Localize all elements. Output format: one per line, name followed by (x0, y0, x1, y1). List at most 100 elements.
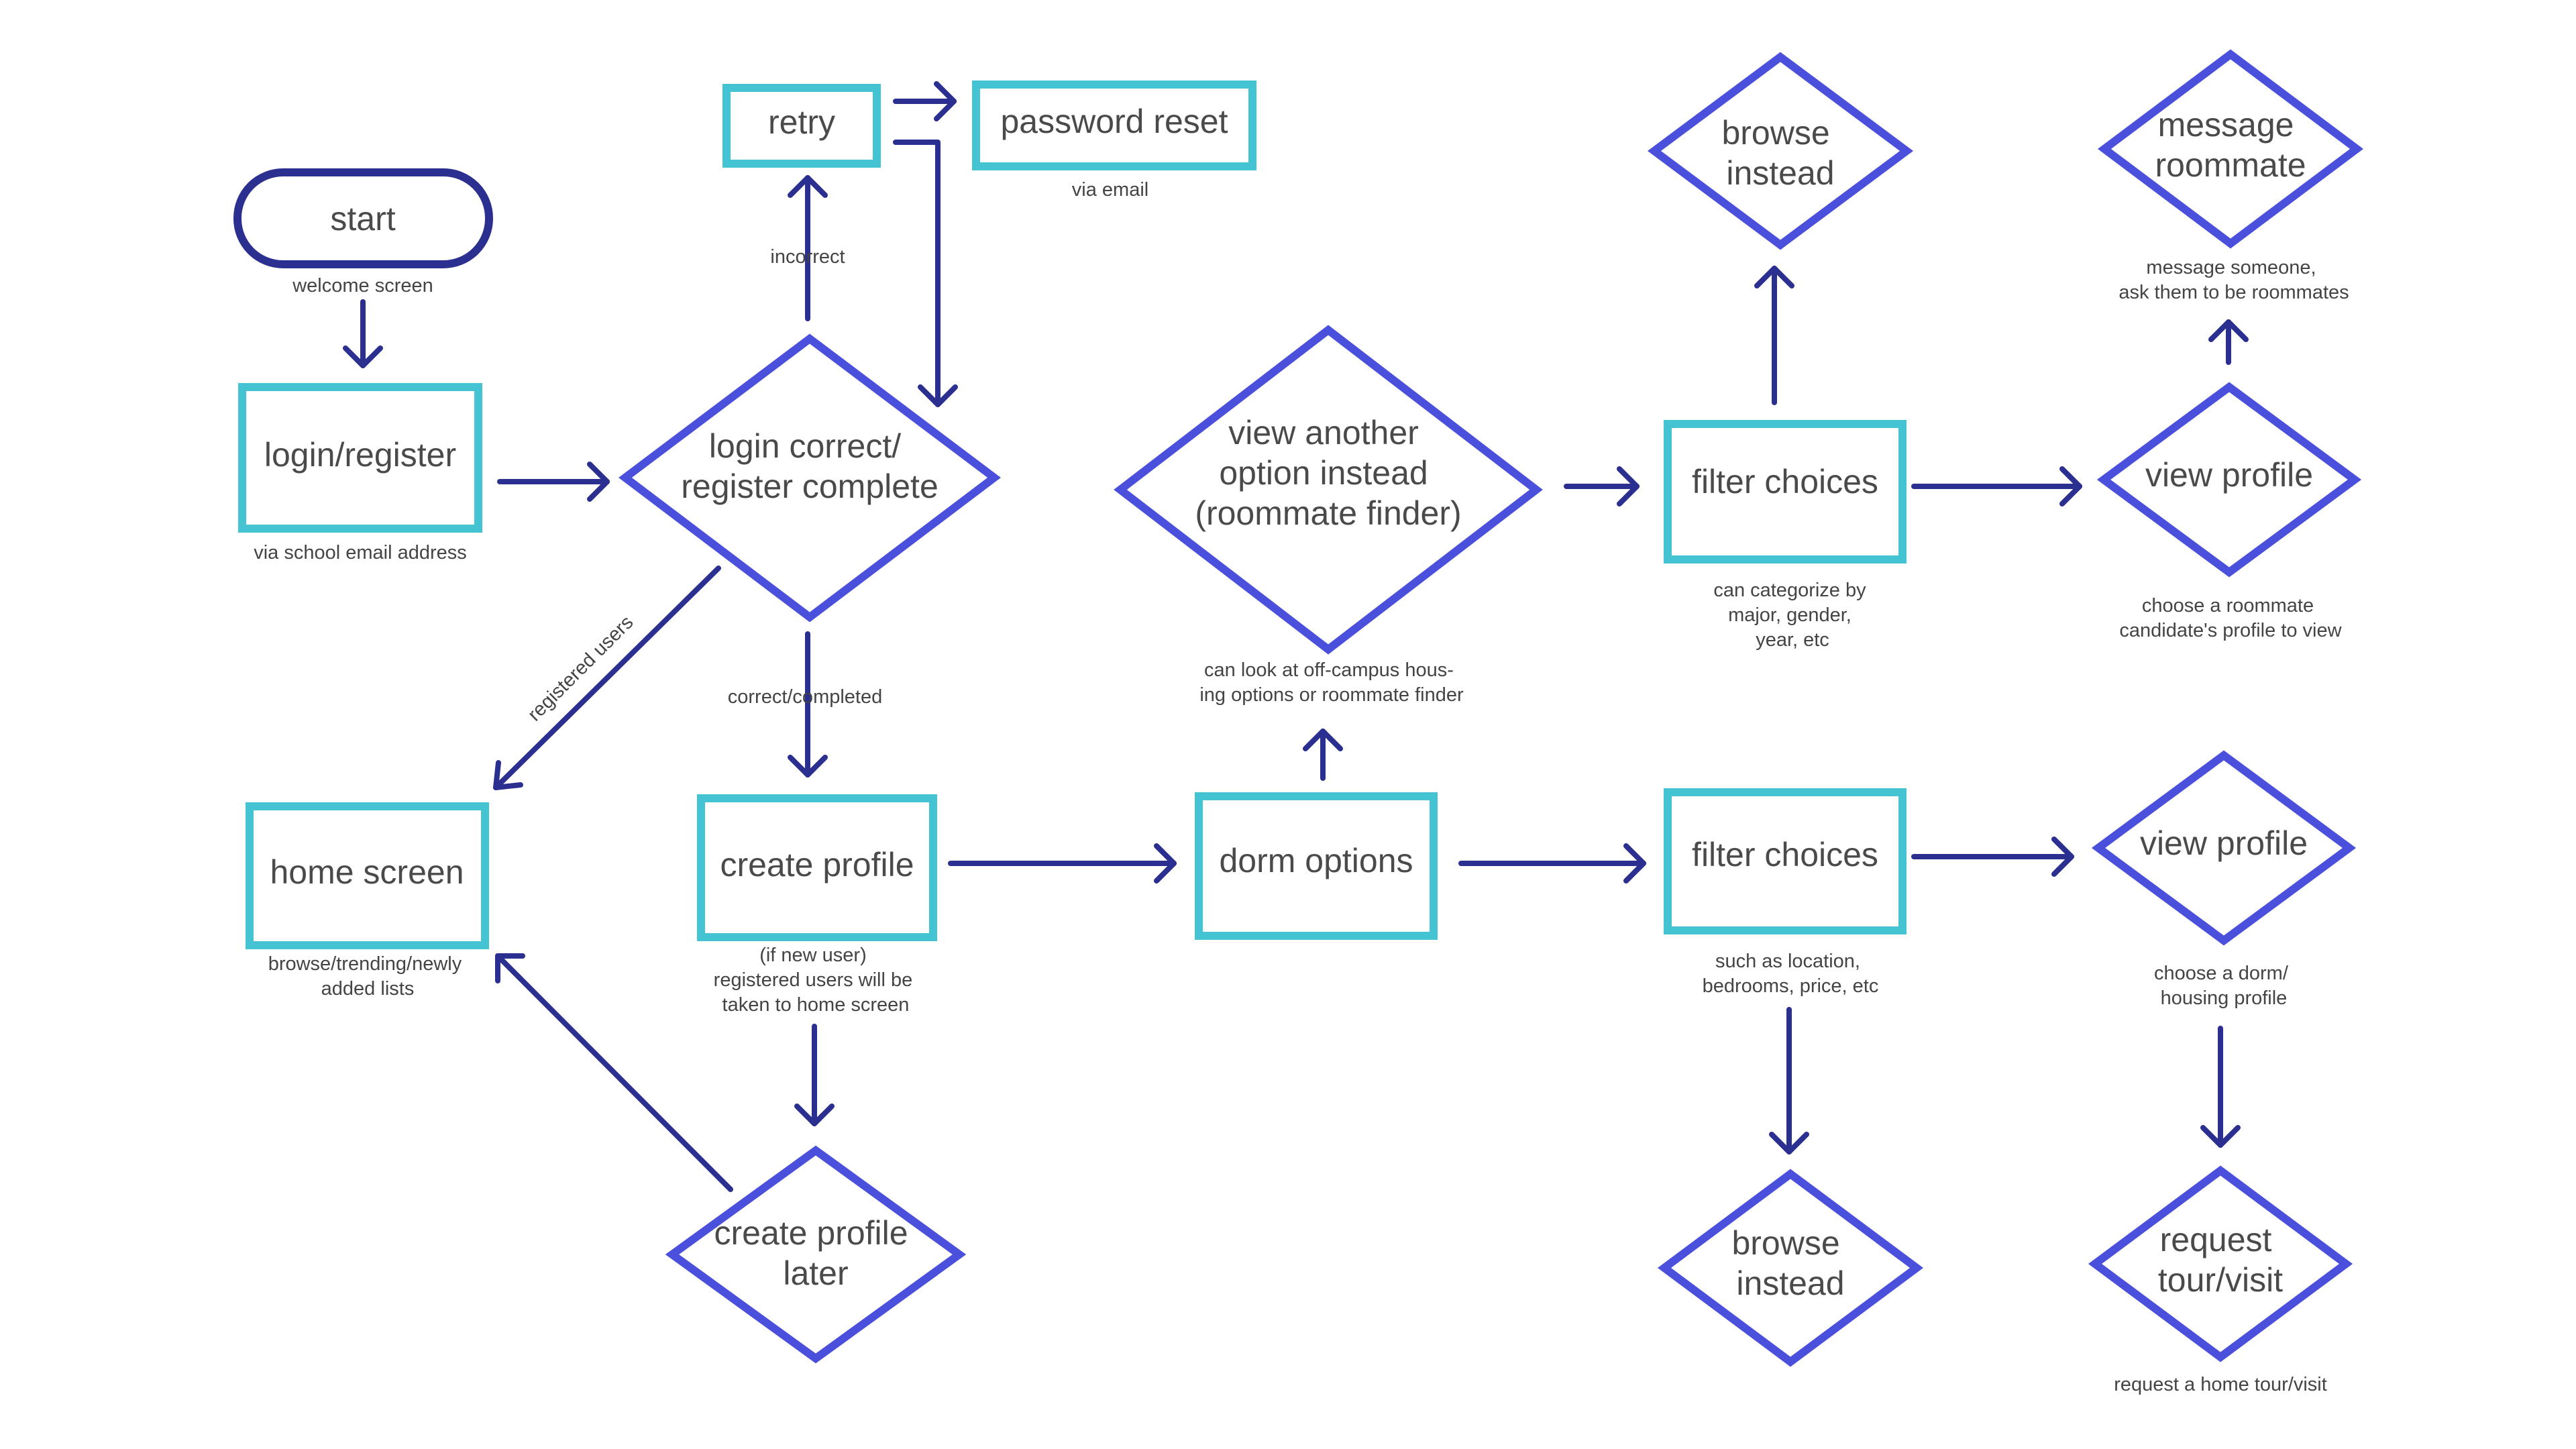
caption-location-note: such as location, bedrooms, price, etc (1703, 951, 1879, 997)
caption-categorize-note: can categorize by major, gender, year, e… (1713, 580, 1871, 651)
caption-new-user-line-2: registered users will be (714, 969, 913, 991)
view-another-line-2: option instead (1219, 454, 1428, 492)
create-profile-later-diamond (665, 1145, 967, 1364)
edge-filter-top-to-view-profile-top (1911, 466, 2082, 506)
edge-start-to-login (343, 299, 383, 368)
browse-instead-top-label: browse instead (1721, 114, 1839, 192)
edge-login-to-decision (497, 462, 610, 502)
view-profile-top-decision: view profile (2096, 382, 2362, 578)
caption-location-line-2: bedrooms, price, etc (1703, 975, 1879, 997)
view-profile-top-label: view profile (2145, 456, 2313, 494)
edge-view-profile-to-request-tour (2200, 1026, 2241, 1148)
filter-choices-bottom-box (1664, 788, 1907, 934)
view-another-line-3: (roommate finder) (1195, 494, 1461, 532)
create-profile-later-line-2: later (783, 1254, 848, 1292)
caption-categorize-line-1: can categorize by (1713, 580, 1866, 601)
caption-new-user-line-1: (if new user) (759, 945, 867, 966)
caption-new-user-note: (if new user) registered users will be t… (714, 945, 918, 1016)
view-profile-bottom-decision: view profile (2091, 750, 2357, 946)
login-correct-decision: login correct/ register complete (619, 333, 1001, 623)
caption-off-campus-line-2: ing options or roommate finder (1199, 684, 1464, 706)
browse-instead-top-diamond (1647, 52, 1914, 250)
caption-new-user-line-3: taken to home screen (722, 994, 910, 1016)
caption-via-school-email: via school email address (254, 542, 467, 564)
caption-location-line-1: such as location, (1715, 951, 1860, 972)
filter-choices-bottom-node: filter choices (1664, 788, 1907, 934)
caption-choose-roommate-note: choose a roommate candidate's profile to… (2119, 595, 2342, 641)
browse-instead-top-line-2: instead (1726, 154, 1834, 192)
home-screen-label: home screen (270, 853, 464, 891)
edge-decision-to-home (493, 566, 721, 790)
caption-choose-roommate-line-1: choose a roommate (2142, 595, 2314, 616)
caption-choose-dorm-line-2: housing profile (2161, 987, 2288, 1009)
edge-filter-top-to-browse-top (1754, 266, 1794, 405)
caption-choose-dorm-note: choose a dorm/ housing profile (2154, 963, 2294, 1009)
edge-decision-to-create-profile (788, 631, 828, 777)
edge-retry-to-decision (893, 140, 958, 407)
request-tour-diamond (2088, 1165, 2353, 1362)
retry-box (722, 84, 881, 168)
view-another-decision: view another option instead (roommate fi… (1114, 325, 1543, 655)
browse-instead-bottom-line-1: browse (1731, 1224, 1839, 1262)
caption-home-lists: browse/trending/newly added lists (268, 953, 468, 1000)
caption-via-email: via email (1072, 179, 1148, 201)
edge-retry-to-password-reset (893, 81, 957, 121)
create-profile-later-label: create profile later (714, 1214, 918, 1292)
create-profile-label: create profile (720, 846, 914, 883)
browse-instead-top-line-1: browse (1721, 114, 1829, 152)
request-tour-decision: request tour/visit (2088, 1165, 2353, 1362)
create-profile-node: create profile (697, 794, 937, 941)
create-profile-box (697, 794, 937, 941)
browse-instead-bottom-line-2: instead (1736, 1265, 1844, 1302)
start-terminal-shape (233, 168, 493, 268)
view-profile-bottom-label: view profile (2140, 824, 2308, 862)
message-roommate-line-1: message (2158, 106, 2294, 144)
password-reset-box (972, 80, 1256, 170)
browse-instead-bottom-decision: browse instead (1657, 1169, 1924, 1367)
edge-dorm-to-view-another (1303, 729, 1343, 781)
create-profile-later-decision: create profile later (665, 1145, 967, 1364)
filter-choices-top-box (1664, 420, 1907, 564)
start-label: start (330, 200, 395, 237)
message-roommate-decision: message roommate (2098, 49, 2363, 249)
password-reset-node: password reset (972, 80, 1256, 170)
create-profile-later-line-1: create profile (714, 1214, 908, 1252)
edge-filter-bottom-to-browse-bottom (1769, 1007, 1809, 1155)
view-another-line-1: view another (1228, 414, 1419, 451)
dorm-options-box (1195, 792, 1438, 940)
login-correct-diamond (619, 333, 1001, 623)
message-roommate-line-2: roommate (2155, 146, 2306, 184)
browse-instead-top-decision: browse instead (1647, 52, 1914, 250)
caption-choose-dorm-line-1: choose a dorm/ (2154, 963, 2289, 984)
login-register-label: login/register (264, 436, 456, 474)
caption-off-campus-note: can look at off-campus hous- ing options… (1199, 659, 1464, 706)
edge-decision-to-retry (788, 175, 828, 321)
password-reset-label: password reset (1000, 103, 1228, 140)
login-correct-label: login correct/ register complete (681, 427, 938, 505)
edge-create-profile-to-dorm (948, 843, 1177, 883)
caption-correct-completed: correct/completed (728, 686, 883, 708)
caption-request-home-note: request a home tour/visit (2114, 1374, 2327, 1395)
edge-view-another-to-filter-top (1564, 466, 1640, 506)
request-tour-line-2: tour/visit (2158, 1261, 2283, 1299)
edge-filter-bottom-to-view-profile-bottom (1911, 837, 2074, 877)
browse-instead-bottom-label: browse instead (1731, 1224, 1849, 1302)
filter-choices-top-label: filter choices (1692, 463, 1878, 500)
caption-message-line-2: ask them to be roommates (2118, 282, 2349, 303)
caption-home-lists-line-1: browse/trending/newly (268, 953, 462, 975)
login-register-node: login/register (238, 383, 482, 533)
caption-categorize-line-3: year, etc (1756, 629, 1829, 651)
edge-later-to-home (495, 953, 733, 1192)
login-correct-line-2: register complete (681, 468, 938, 505)
edge-create-profile-to-later (794, 1024, 835, 1126)
request-tour-line-1: request (2160, 1221, 2272, 1258)
retry-node: retry (722, 84, 881, 168)
flow-edges (343, 81, 2249, 1192)
view-profile-top-diamond (2096, 382, 2362, 578)
login-correct-line-1: login correct/ (709, 427, 901, 465)
home-screen-node: home screen (246, 802, 489, 949)
caption-choose-roommate-line-2: candidate's profile to view (2119, 620, 2342, 641)
browse-instead-bottom-diamond (1657, 1169, 1924, 1367)
caption-welcome-screen: welcome screen (292, 275, 433, 297)
